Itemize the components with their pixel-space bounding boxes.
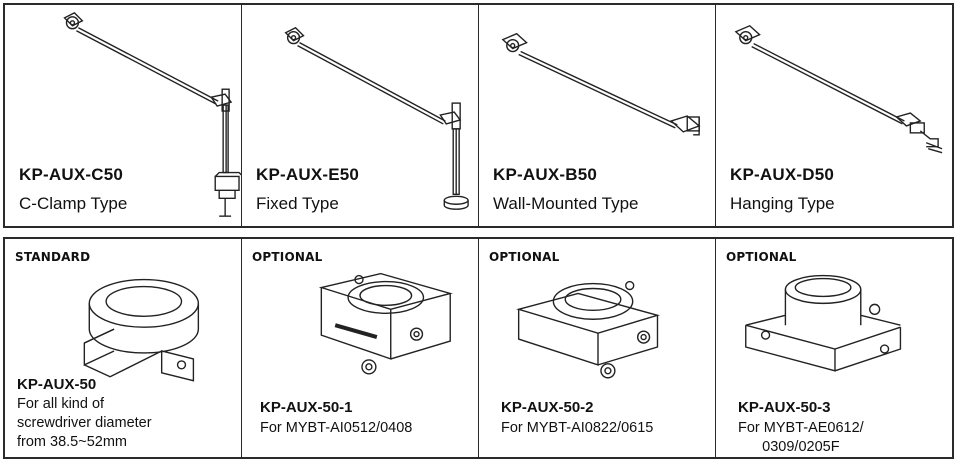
- mount-type: Fixed Type: [256, 194, 339, 213]
- mount-model: KP-AUX-B50: [493, 165, 598, 184]
- mount-cell-hanging: KP-AUX-D50 Hanging Type: [716, 5, 952, 226]
- c-clamp-arm-drawing: [5, 5, 241, 226]
- description-line: from 38.5~52mm: [17, 434, 128, 450]
- holder-tag: OPTIONAL: [726, 250, 797, 264]
- mount-model: KP-AUX-C50: [19, 165, 124, 184]
- mount-cell-wall: KP-AUX-B50 Wall-Mounted Type: [479, 5, 716, 226]
- holder-cell-optional-1: OPTIONAL KP-AUX-50-1 For MYBT-AI0512/040…: [242, 239, 479, 457]
- holder-cell-optional-3: OPTIONAL KP-AUX-50-3 For MYBT-AE0612/ 03…: [716, 239, 952, 457]
- holder-model: KP-AUX-50-2: [501, 399, 594, 416]
- holder-tag: OPTIONAL: [489, 250, 560, 264]
- description-line: screwdriver diameter: [17, 415, 152, 431]
- mount-model: KP-AUX-D50: [730, 165, 835, 184]
- holder-cell-optional-2: OPTIONAL KP-AUX-50-2 For MYBT-AI0822/061…: [479, 239, 716, 457]
- holder-description: For MYBT-AI0512/0408: [260, 419, 412, 438]
- mount-type: Wall-Mounted Type: [493, 194, 639, 213]
- holder-model: KP-AUX-50-3: [738, 399, 831, 416]
- fixed-arm-drawing: [242, 5, 478, 226]
- hanging-arm-drawing: [716, 5, 952, 226]
- description-line: For MYBT-AE0612/: [738, 420, 864, 436]
- description-line: For MYBT-AI0512/0408: [260, 420, 413, 436]
- holder-drawing: [479, 239, 715, 457]
- holder-drawing: [716, 239, 952, 457]
- mount-types-row: KP-AUX-C50 C-Clamp Type KP-AUX-E50 Fixed…: [3, 3, 954, 228]
- mount-cell-fixed: KP-AUX-E50 Fixed Type: [242, 5, 479, 226]
- holder-drawing: [5, 239, 241, 457]
- holder-drawing: [242, 239, 478, 457]
- description-line: 0309/0205F: [762, 439, 840, 455]
- holder-cell-standard: STANDARD KP-AUX-50 For all kind of screw…: [5, 239, 242, 457]
- holder-description: For MYBT-AI0822/0615: [501, 419, 653, 438]
- mount-type: Hanging Type: [730, 194, 835, 213]
- mount-cell-c-clamp: KP-AUX-C50 C-Clamp Type: [5, 5, 242, 226]
- description-line: For MYBT-AI0822/0615: [501, 420, 654, 436]
- holder-model: KP-AUX-50-1: [260, 399, 353, 416]
- description-line: For all kind of: [17, 396, 105, 412]
- holder-tag: OPTIONAL: [252, 250, 323, 264]
- holder-model: KP-AUX-50: [17, 376, 97, 393]
- wall-mounted-arm-drawing: [479, 5, 715, 226]
- holder-description: For MYBT-AE0612/ 0309/0205F: [738, 419, 864, 457]
- holder-accessories-row: STANDARD KP-AUX-50 For all kind of screw…: [3, 237, 954, 459]
- mount-type: C-Clamp Type: [19, 194, 128, 213]
- holder-description: For all kind of screwdriver diameter fro…: [17, 395, 152, 452]
- holder-tag: STANDARD: [15, 250, 91, 264]
- mount-model: KP-AUX-E50: [256, 165, 360, 184]
